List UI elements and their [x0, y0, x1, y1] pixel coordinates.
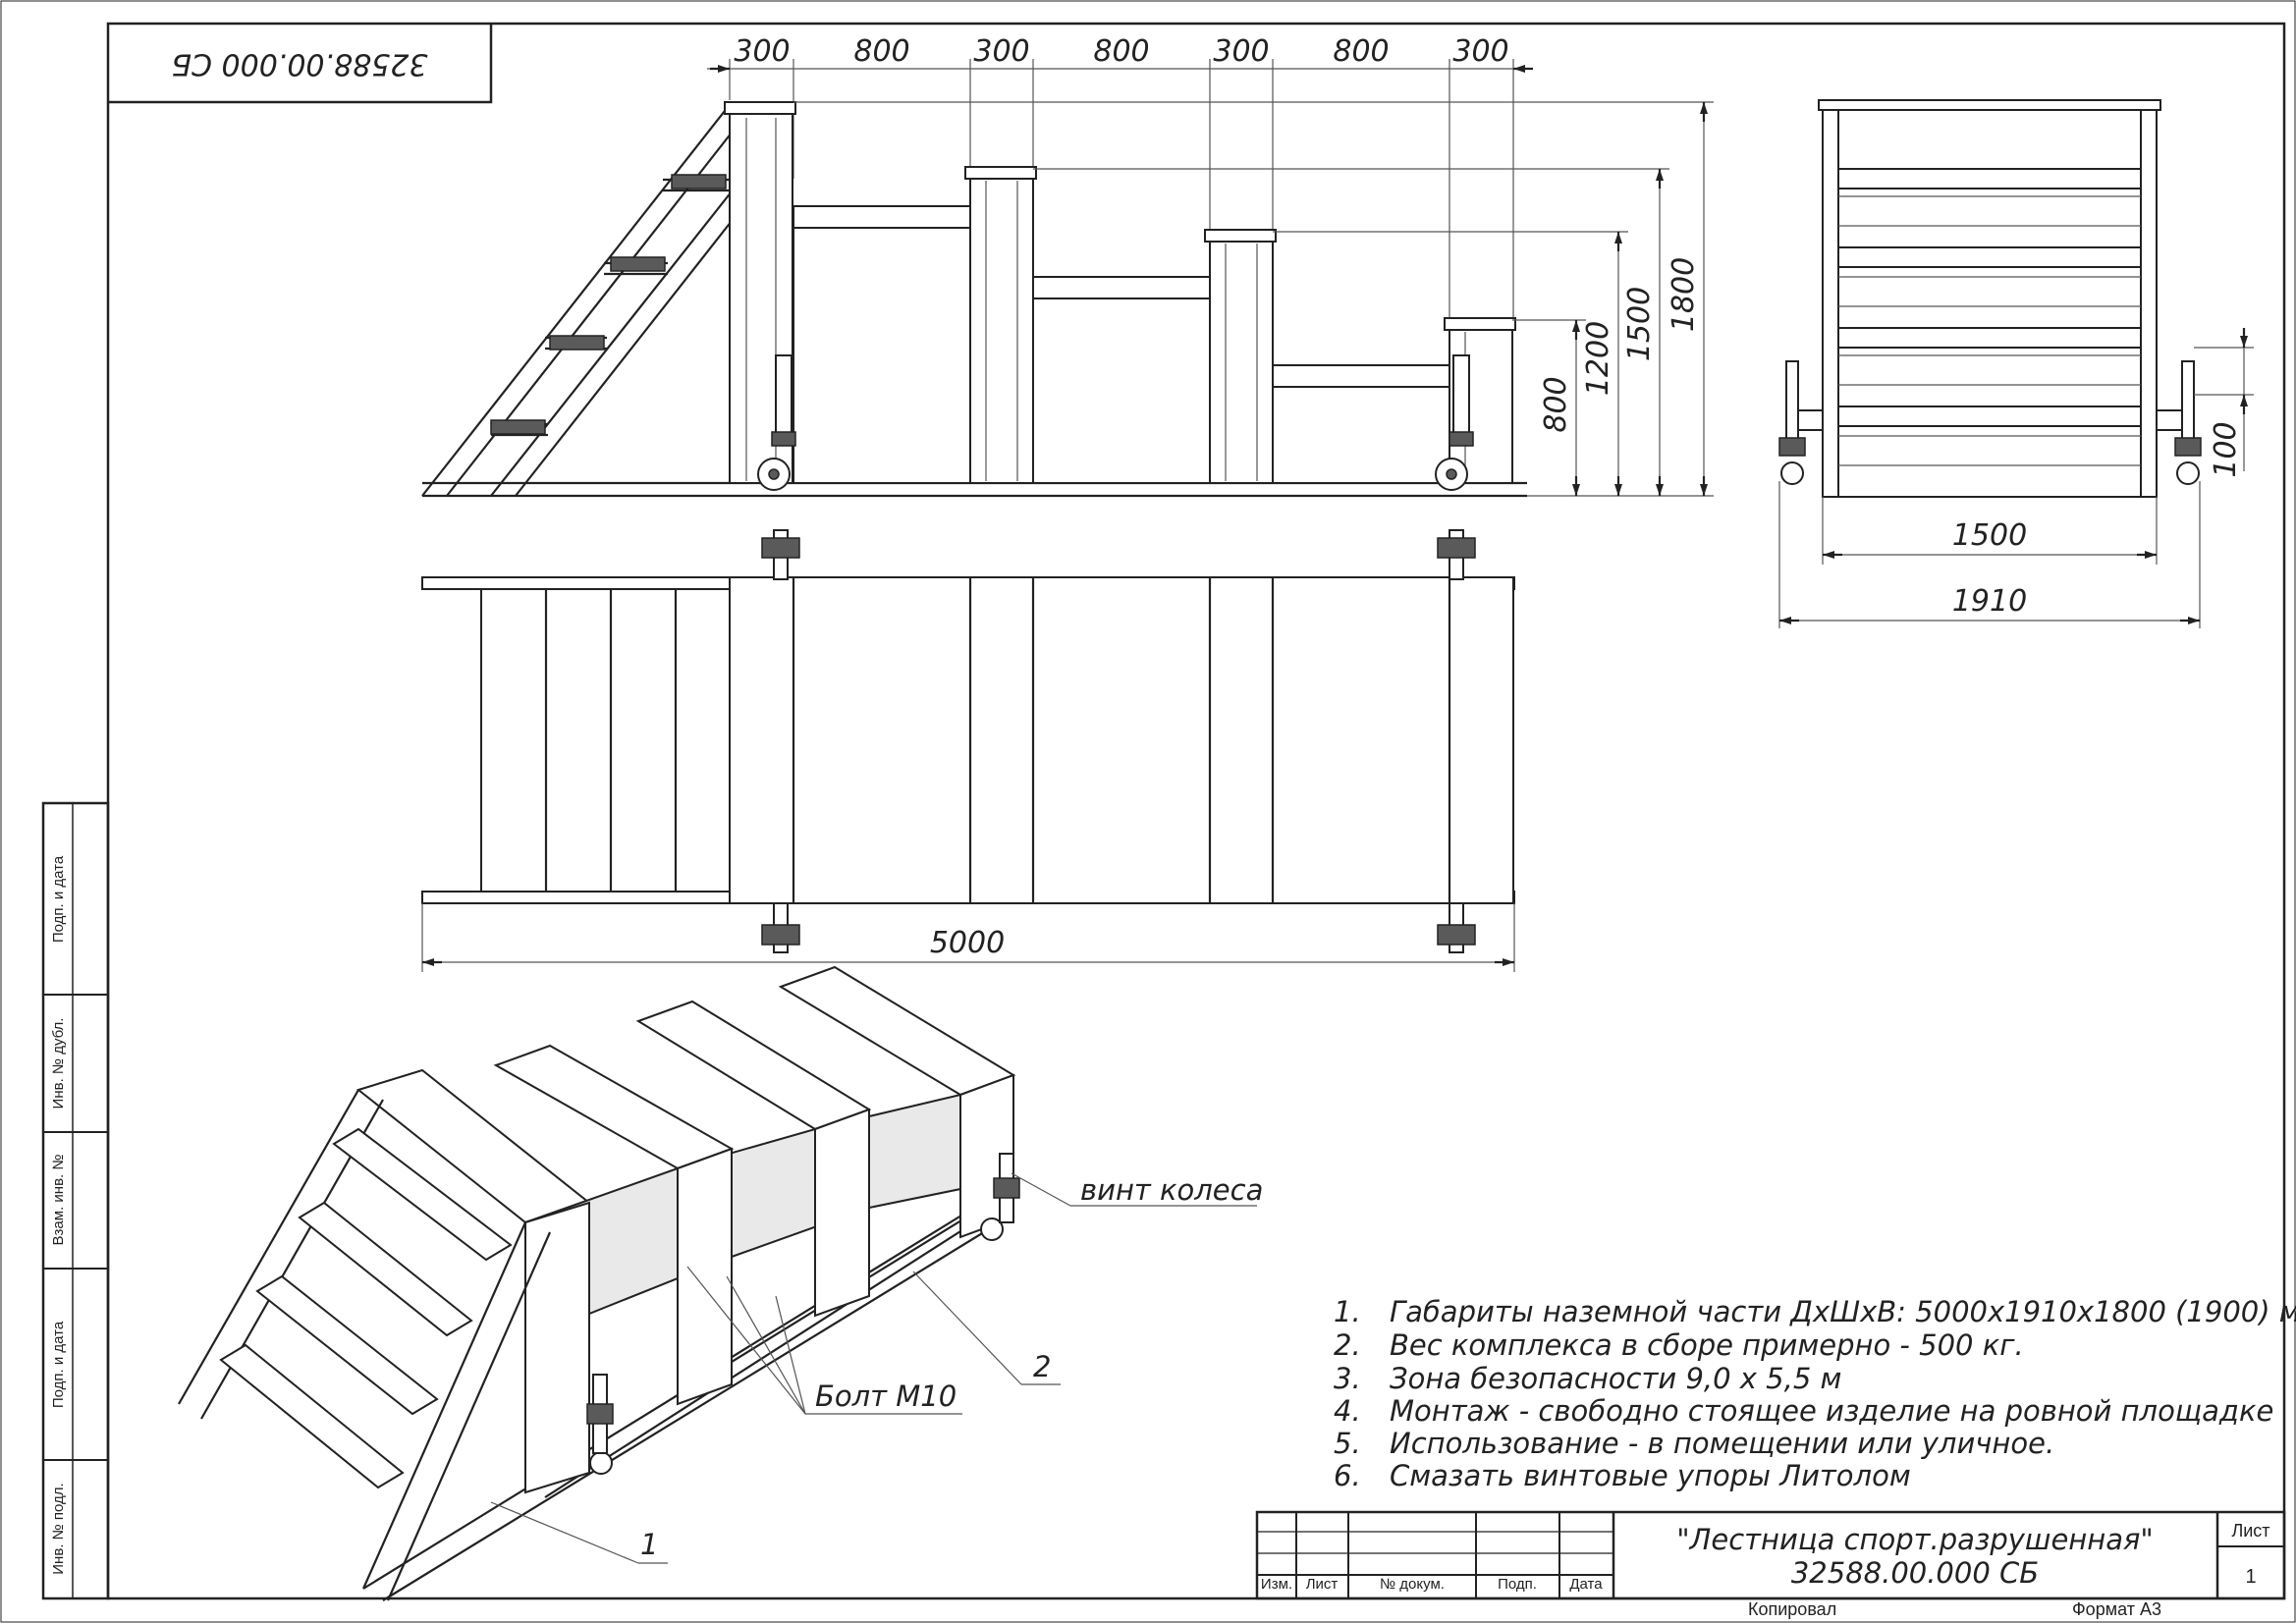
dim-side-100: 100	[2209, 421, 2243, 477]
tb-sheet-label: Лист	[2231, 1521, 2269, 1541]
tb-col-list: Лист	[1306, 1576, 1339, 1593]
dim-top-6: 800	[1333, 34, 1389, 69]
side-view: 1500 1910 100	[1778, 99, 2254, 628]
mirrored-code-box: 32588.00.000 СБ	[108, 24, 493, 104]
dim-h-1500: 1500	[1622, 287, 1657, 361]
note-num-1: 1.	[1334, 1295, 1361, 1328]
dim-top-1: 300	[734, 34, 790, 69]
note-num-5: 5.	[1334, 1427, 1361, 1460]
stamp-label-1: Подп. и дата	[50, 855, 67, 943]
title-block: Изм. Лист № докум. Подп. Дата "Лестница …	[1255, 1510, 2286, 1619]
dim-h-1800: 1800	[1667, 257, 1701, 332]
mirrored-code-text: 32588.00.000 СБ	[171, 47, 427, 81]
plan-caster-2	[1437, 529, 1476, 580]
note-text-1: Габариты наземной части ДхШхВ: 5000х1910…	[1390, 1295, 2296, 1328]
dim-top-7: 300	[1452, 34, 1508, 69]
stamp-label-2: Инв. № дубл.	[50, 1018, 67, 1109]
dim-top-4: 800	[1093, 34, 1149, 69]
isometric-view: винт колеса Болт М10 2 1	[178, 965, 1263, 1601]
front-elevation: 300 800 300 800 300 800 300	[421, 34, 1714, 498]
note-text-4: Монтаж - свободно стоящее изделие на ров…	[1390, 1394, 2273, 1428]
callout-pos-2: 2	[1033, 1350, 1051, 1383]
note-text-3: Зона безопасности 9,0 х 5,5 м	[1390, 1362, 1841, 1395]
tb-col-doc: № докум.	[1380, 1576, 1445, 1593]
dim-h-800: 800	[1539, 376, 1573, 432]
side-stamp: Подп. и дата Инв. № дубл. Взам. инв. № П…	[41, 801, 110, 1600]
plan-caster-4	[1437, 902, 1476, 953]
plan-caster-1	[761, 529, 800, 580]
dim-top-2: 800	[853, 34, 909, 69]
note-num-3: 3.	[1334, 1362, 1361, 1395]
side-caster-right	[2156, 360, 2202, 485]
note-num-4: 4.	[1334, 1394, 1361, 1428]
tb-name: "Лестница спорт.разрушенная"	[1676, 1523, 2154, 1556]
dim-h-1200: 1200	[1581, 321, 1615, 396]
notes-list: 1. Габариты наземной части ДхШхВ: 5000х1…	[1334, 1295, 2296, 1492]
stamp-label-4: Подп. и дата	[50, 1321, 67, 1408]
dim-plan-length: 5000	[930, 926, 1005, 960]
tb-code: 32588.00.000 СБ	[1791, 1556, 2039, 1590]
dim-side-1910: 1910	[1952, 584, 2027, 619]
tb-format: Формат А3	[2072, 1599, 2161, 1619]
tb-copied: Копировал	[1748, 1599, 1836, 1619]
callout-wheel-screw: винт колеса	[1080, 1173, 1263, 1207]
dim-side-1500: 1500	[1952, 518, 2027, 553]
note-num-6: 6.	[1334, 1459, 1361, 1492]
stamp-label-3: Взам. инв. №	[50, 1155, 67, 1246]
note-text-5: Использование - в помещении или уличное.	[1390, 1427, 2054, 1460]
wheel-left	[757, 354, 796, 491]
tb-col-izm: Изм.	[1261, 1576, 1292, 1593]
tb-col-sign: Подп.	[1498, 1576, 1537, 1593]
note-text-6: Смазать винтовые упоры Литолом	[1390, 1459, 1911, 1492]
side-caster-left	[1778, 360, 1824, 485]
dim-top-5: 300	[1213, 34, 1269, 69]
stamp-label-5: Инв. № подл.	[50, 1483, 67, 1574]
note-num-2: 2.	[1334, 1328, 1361, 1362]
note-text-2: Вес комплекса в сборе примерно - 500 кг.	[1390, 1328, 2024, 1362]
wheel-right	[1435, 354, 1474, 491]
plan-caster-3	[761, 902, 800, 953]
dim-top-3: 300	[973, 34, 1029, 69]
tb-sheet-num: 1	[2245, 1566, 2256, 1588]
plan-view: 5000	[421, 529, 1515, 972]
callout-pos-1: 1	[640, 1528, 658, 1561]
callout-bolt: Болт М10	[815, 1380, 957, 1413]
tb-col-date: Дата	[1569, 1576, 1603, 1593]
